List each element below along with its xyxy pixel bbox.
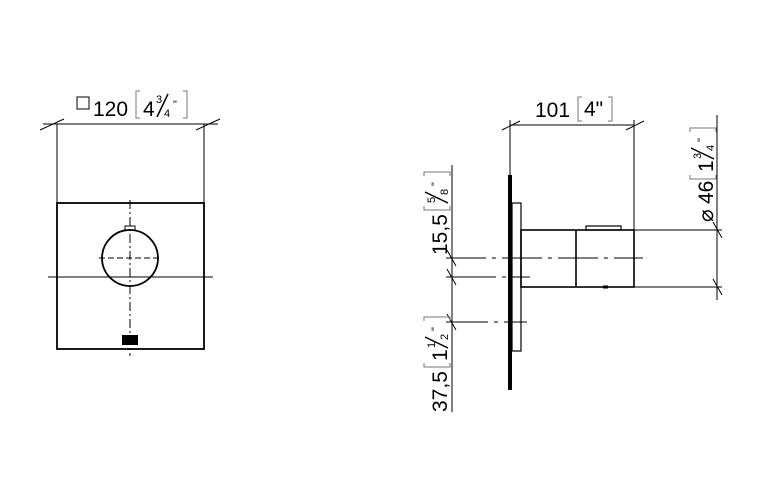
dimension-inch-den: 4: [164, 108, 170, 120]
front-view: [39, 118, 221, 356]
offset-bottom-dimension-label: 37,5 1 1 2 ": [423, 316, 452, 412]
offset-bottom-inch-num: 1: [426, 342, 438, 348]
offset-bottom-inch-den: 2: [439, 334, 451, 340]
offset-top-inch-num: 5: [426, 197, 438, 203]
dimension-inch-whole: 4: [143, 98, 155, 121]
indicator-mark: [122, 335, 138, 345]
diameter-inch-mark: ": [696, 138, 708, 142]
diameter-inch-whole: 1: [695, 160, 718, 172]
diameter-inch-num: 3: [692, 153, 704, 159]
side-view: [446, 115, 723, 412]
offset-top-dimension-label: 15,5 5 8 ": [423, 171, 452, 255]
offset-top-inch-den: 8: [439, 189, 451, 195]
wall-plate: [508, 175, 512, 390]
offset-bottom-value: 37,5: [429, 371, 452, 412]
depth-dimension-label: 101 4": [535, 96, 613, 122]
diameter-symbol: ⌀: [695, 209, 718, 222]
offset-bottom-inch-whole: 1: [429, 349, 452, 361]
depth-value: 101: [535, 99, 570, 122]
front-dimension-label: 120 4 3 4 ": [76, 90, 188, 121]
diameter-inch-den: 4: [705, 145, 717, 151]
diameter-value: 46: [695, 181, 718, 204]
depth-inch: 4": [584, 98, 603, 121]
diameter-dimension-label: ⌀ 46 1 3 4 ": [689, 127, 718, 222]
dimension-value: 120: [93, 98, 128, 121]
offset-top-value: 15,5: [429, 214, 452, 255]
dimension-inch-mark: ": [173, 99, 177, 111]
offset-bottom-inch-mark: ": [430, 327, 442, 331]
dimension-inch-num: 3: [156, 94, 162, 106]
offset-top-inch-mark: ": [430, 182, 442, 186]
